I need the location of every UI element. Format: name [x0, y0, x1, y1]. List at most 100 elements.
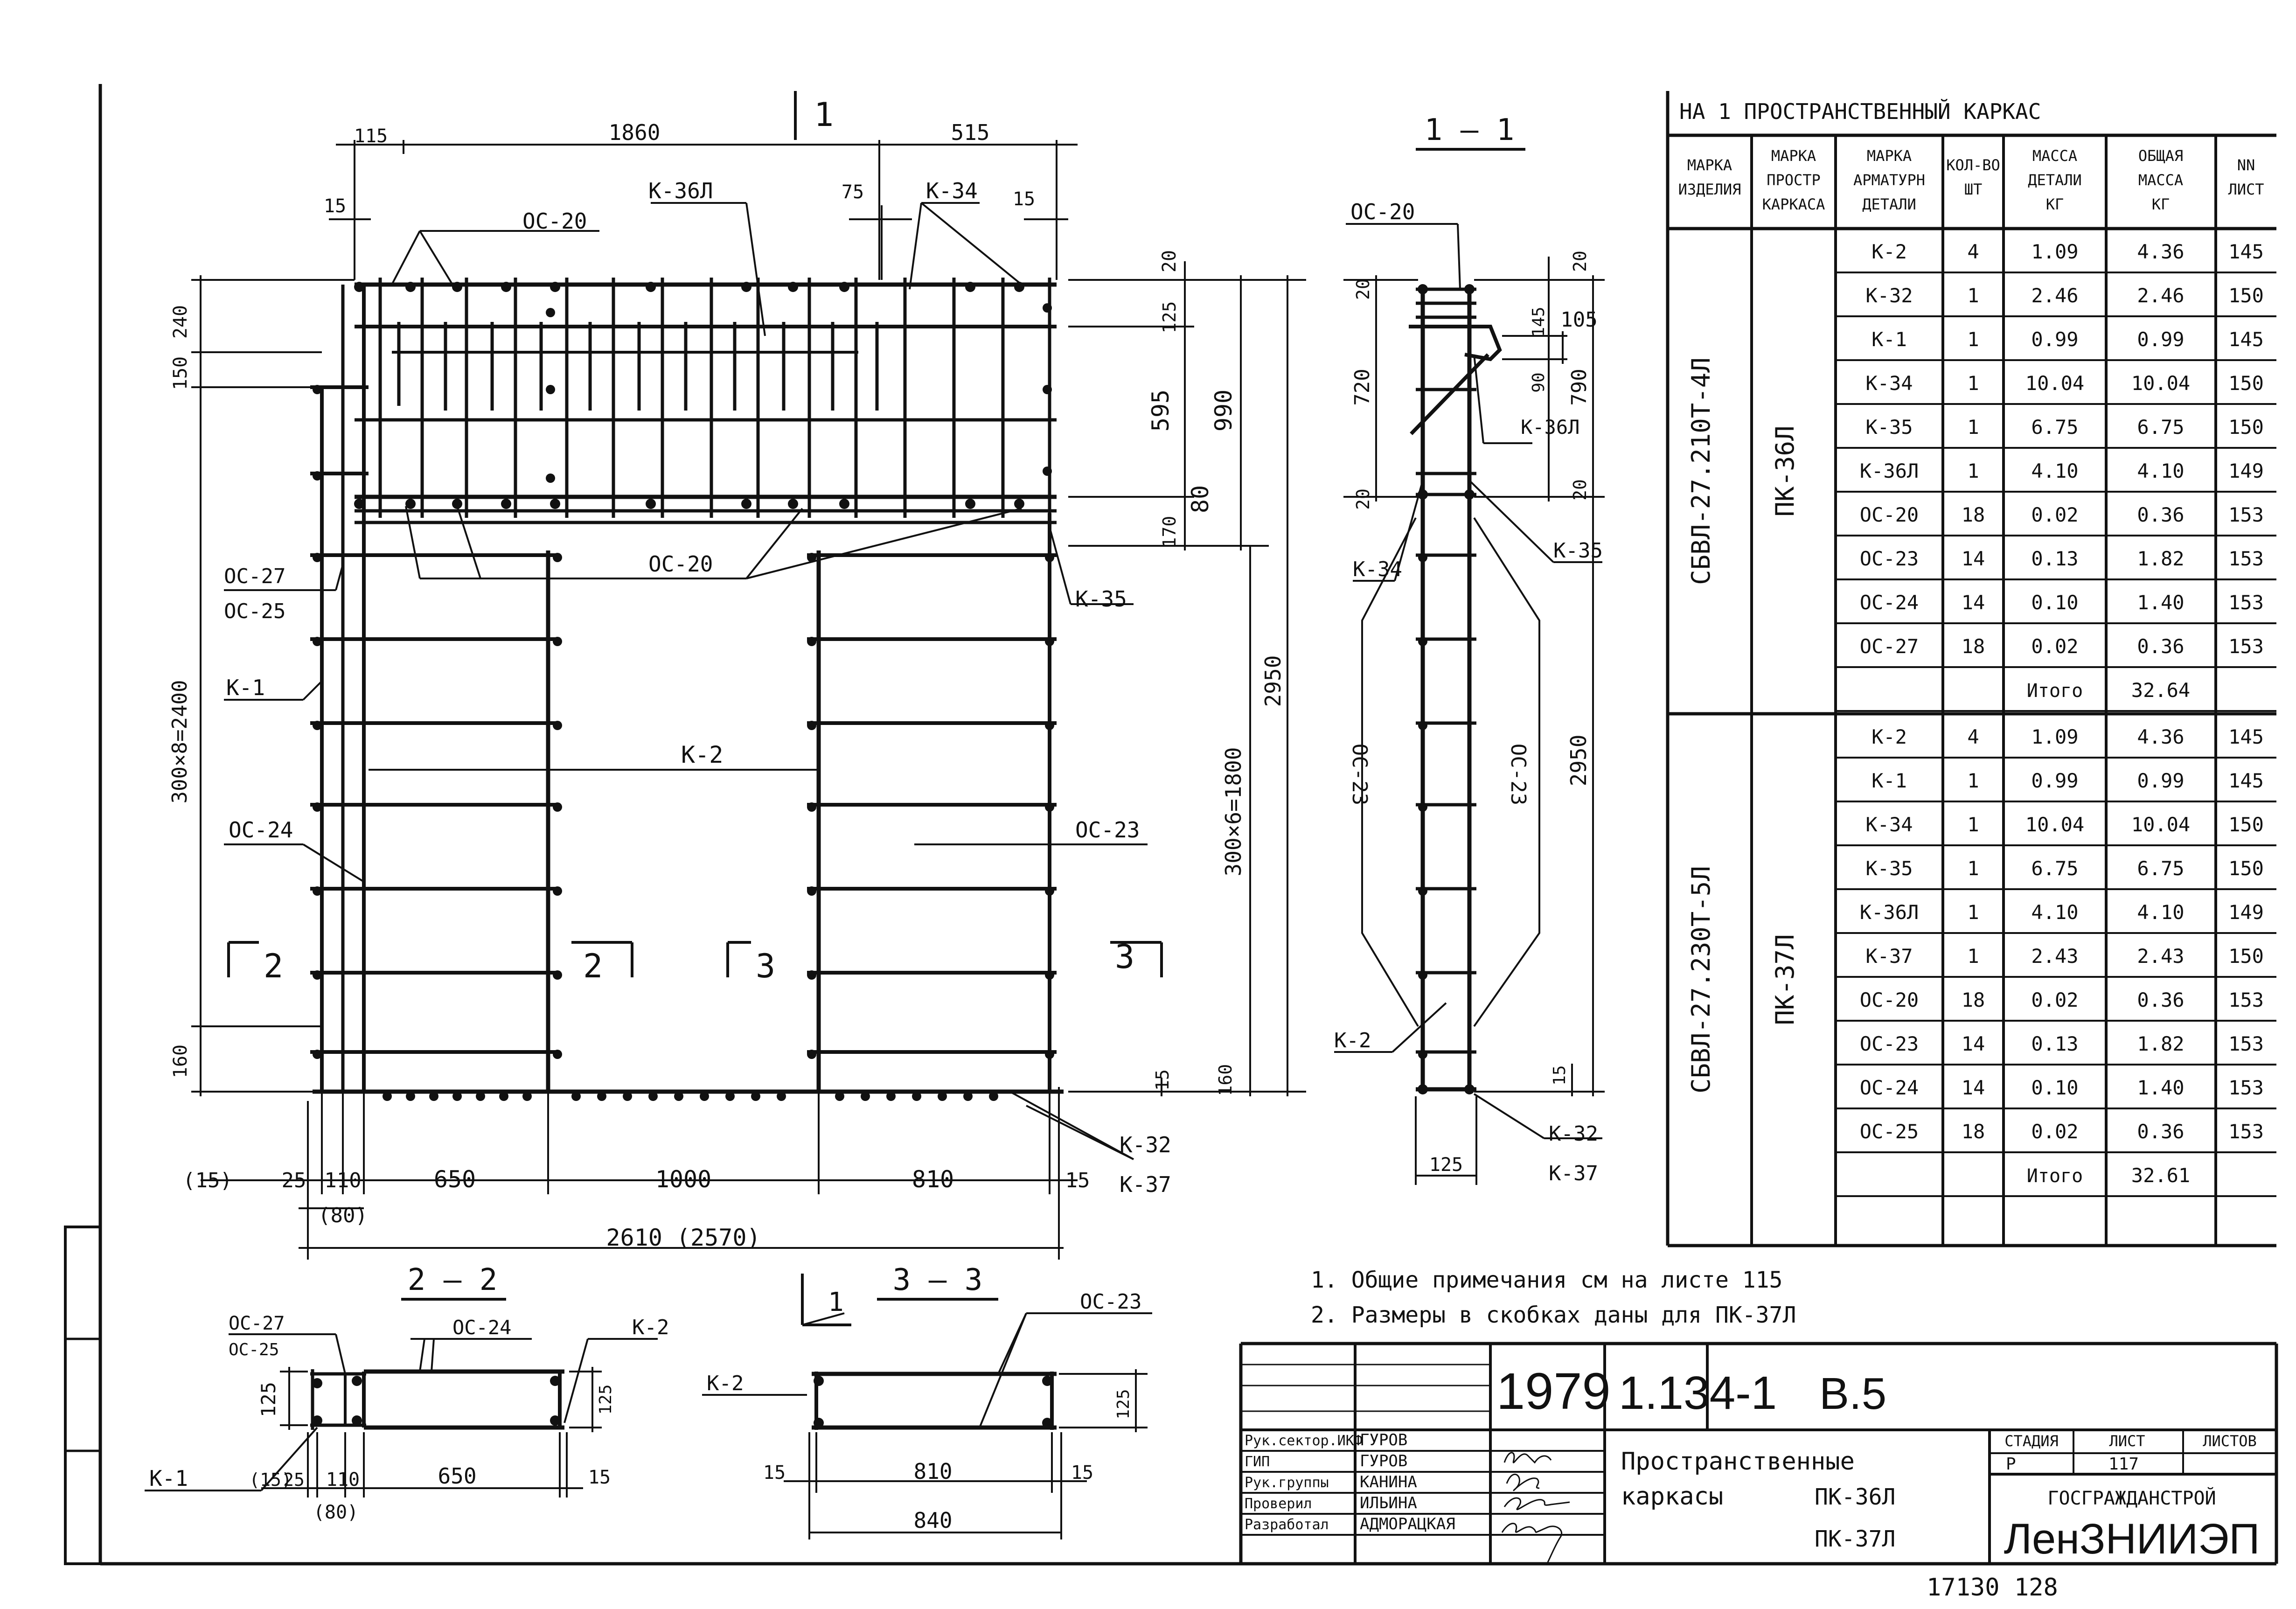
table-frame-mark: ПК-36Л [1770, 425, 1800, 516]
dim-label: 240 [170, 305, 191, 339]
table-cell: 0.10 [2031, 591, 2078, 614]
dim-label: 125 [1159, 301, 1180, 334]
dim-label: 20 [1353, 279, 1373, 300]
dim-label: 20 [1159, 250, 1180, 272]
dim-label: 15 [1550, 1065, 1569, 1085]
table-cell: 150 [2228, 813, 2264, 836]
sheet-frame [64, 84, 2276, 1566]
table-title: НА 1 ПРОСТРАНСТВЕННЫЙ КАРКАС [1679, 99, 2041, 124]
leader-label-k34: К-34 [1353, 557, 1402, 581]
table-cell: 0.02 [2031, 503, 2078, 526]
title-year: 1979 [1496, 1363, 1611, 1420]
table-header-cell: МАССА [2138, 171, 2183, 189]
organization-name: ГОСГРАЖДАНСТРОЙ [2047, 1487, 2216, 1509]
leader-label-oc23: ОС-23 [1348, 744, 1371, 805]
table-header-cell: ДЕТАЛИ [2028, 171, 2082, 189]
table-cell: 4.10 [2031, 901, 2078, 924]
table-cell: 4.36 [2137, 725, 2184, 748]
table-cell: К-36Л [1860, 460, 1919, 482]
table-cell: 1 [1967, 460, 1979, 482]
signature-role: ГИП [1245, 1454, 1270, 1470]
table-cell: 0.99 [2031, 769, 2078, 792]
table-cell: ОС-20 [1860, 503, 1919, 526]
dim-label: 2950 [1566, 735, 1591, 787]
signature-role: Проверил [1245, 1496, 1312, 1512]
table-cell: 1 [1967, 769, 1979, 792]
table-cell: 153 [2228, 989, 2264, 1011]
table-cell: 6.75 [2031, 416, 2078, 439]
table-cell: 145 [2228, 725, 2264, 748]
table-cell: 1.40 [2137, 1076, 2184, 1099]
table-cell: 0.13 [2031, 547, 2078, 570]
table-cell: 1 [1967, 284, 1979, 307]
table-cell: К-32 [1865, 284, 1913, 307]
table-cell: 0.36 [2137, 635, 2184, 658]
table-cell: 0.99 [2137, 328, 2184, 351]
leader-label-k37: К-37 [1120, 1172, 1171, 1197]
dim-label: 25 [282, 1169, 306, 1192]
main-view [310, 278, 1064, 1101]
dim-label: 20 [1570, 251, 1590, 272]
table-cell: 153 [2228, 1120, 2264, 1143]
leader-label-k37: К-37 [1549, 1162, 1598, 1185]
dim-label: 125 [596, 1384, 615, 1414]
table-total-label: Итого [2027, 680, 2083, 702]
leader-label-k1: К-1 [226, 675, 265, 700]
table-cell: К-2 [1872, 725, 1907, 748]
table-cell: ОС-27 [1860, 635, 1919, 658]
dim-label: 790 [1567, 369, 1591, 405]
main-dimension-lines [191, 91, 1306, 1260]
section-mark: 2 [264, 947, 283, 985]
table-header-cell: МАРКА [1867, 147, 1912, 165]
table-cell: 149 [2228, 901, 2264, 924]
table-cell: 2.43 [2031, 945, 2078, 968]
table-cell: 14 [1962, 1032, 1985, 1055]
table-cell: 0.10 [2031, 1076, 2078, 1099]
table-product-mark: СБВЛ-27.210Т-4Л [1686, 357, 1716, 585]
title-series: 1.134-1 [1619, 1367, 1777, 1419]
table-cell: 1 [1967, 813, 1979, 836]
dim-label: 125 [257, 1382, 280, 1417]
signature-role: Разработал [1245, 1517, 1329, 1533]
leader-label-k36l: К-36Л [1521, 416, 1579, 439]
table-cell: К-34 [1865, 372, 1913, 395]
table-cell: 1.82 [2137, 1032, 2184, 1055]
table-cell: К-1 [1872, 769, 1907, 792]
table-cell: К-2 [1872, 240, 1907, 263]
table-cell: 0.36 [2137, 503, 2184, 526]
table-cell: 153 [2228, 503, 2264, 526]
section-1-1-view [1334, 148, 1605, 1185]
table-cell: 153 [2228, 1076, 2264, 1099]
section-mark: 3 [1115, 938, 1134, 976]
sheets-label: ЛИСТОВ [2203, 1432, 2257, 1450]
dim-label: 150 [170, 356, 191, 390]
dim-label: 650 [434, 1166, 476, 1193]
drawing-title-mark: ПК-37Л [1815, 1526, 1895, 1552]
table-cell: 1.40 [2137, 591, 2184, 614]
table-cell: 0.99 [2031, 328, 2078, 351]
table-cell: ОС-25 [1860, 1120, 1919, 1143]
signature-name: ГУРОВ [1360, 1452, 1407, 1470]
leader-label-oc24: ОС-24 [229, 817, 293, 843]
leader-label-oc25: ОС-25 [224, 599, 285, 623]
table-cell: 150 [2228, 416, 2264, 439]
table-header-cell: КОЛ-ВО [1946, 156, 2000, 174]
dim-label: 15 [324, 195, 346, 217]
signature-name: КАНИНА [1360, 1473, 1417, 1491]
dim-label: 990 [1210, 390, 1237, 432]
table-total-label: Итого [2027, 1165, 2083, 1187]
section-2-2-view [145, 1298, 658, 1498]
table-cell: 4.10 [2137, 460, 2184, 482]
leader-label-k1: К-1 [149, 1466, 188, 1491]
table-cell: ОС-24 [1860, 591, 1919, 614]
schedule-table [1666, 91, 2276, 1247]
table-cell: 4 [1967, 725, 1979, 748]
dim-label: 125 [1429, 1154, 1463, 1176]
table-header-cell: NN [2237, 156, 2255, 174]
leader-label-k35: К-35 [1553, 539, 1603, 563]
leader-label-oc27: ОС-27 [224, 564, 285, 588]
table-cell: 4.10 [2031, 460, 2078, 482]
